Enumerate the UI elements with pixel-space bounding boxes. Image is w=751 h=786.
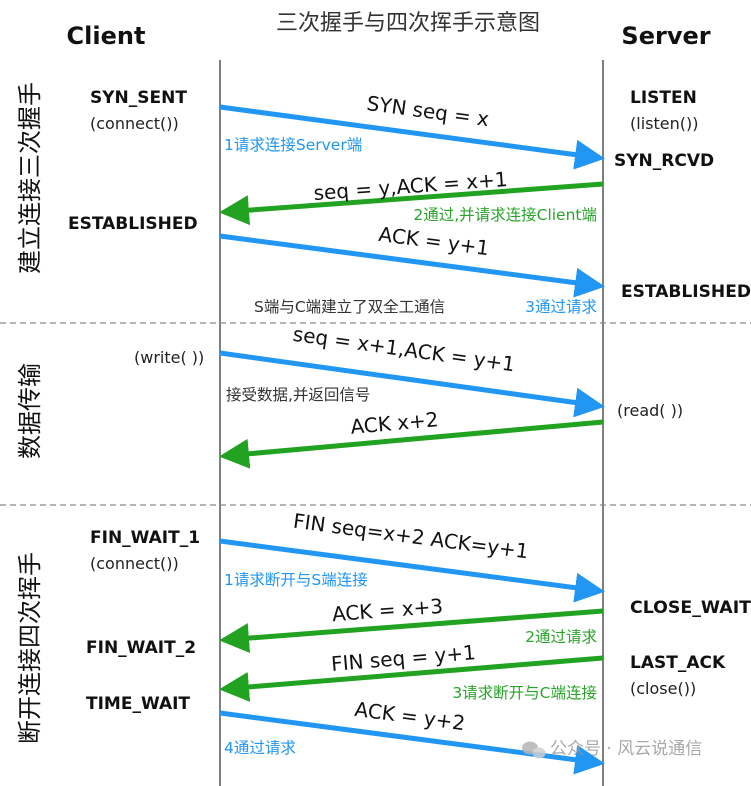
arrow-syn-ack xyxy=(219,181,604,226)
watermark: 公众号 · 风云说通信 xyxy=(522,739,702,759)
msg-ack-client: ACK = y+2 xyxy=(353,697,466,735)
phase-label-teardown: 断开连接四次挥手 xyxy=(16,552,44,744)
client-state-syn-sent: SYN_SENT xyxy=(90,88,187,108)
server-header: Server xyxy=(621,22,710,50)
client-state-fin-wait-1: FIN_WAIT_1 xyxy=(90,528,200,548)
server-state-listen: LISTEN xyxy=(630,88,697,108)
phase-label-transfer: 数据传输 xyxy=(16,363,44,459)
phase-label-handshake: 建立连接三次握手 xyxy=(16,82,44,274)
note-request-disconnect-server: 1请求断开与S端连接 xyxy=(224,571,368,589)
msg-ack-server: ACK = x+3 xyxy=(331,594,444,626)
client-state-established: ESTABLISHED xyxy=(68,214,198,234)
arrow-fin-server xyxy=(219,655,604,702)
diagram-title: 三次握手与四次挥手示意图 xyxy=(276,11,540,36)
server-state-last-ack: LAST_ACK xyxy=(630,653,726,673)
client-state-time-wait: TIME_WAIT xyxy=(86,694,190,714)
note-full-duplex: S端与C端建立了双全工通信 xyxy=(254,298,445,316)
arrow-data xyxy=(219,350,605,418)
server-call-close: (close()) xyxy=(630,679,696,698)
arrow-data-ack xyxy=(219,419,604,469)
msg-syn: SYN seq = x xyxy=(365,91,490,131)
server-call-listen: (listen()) xyxy=(630,114,698,133)
client-call-connect-2: (connect()) xyxy=(90,554,179,573)
msg-data-ack: ACK x+2 xyxy=(349,407,439,439)
watermark-text: 公众号 · 风云说通信 xyxy=(550,739,702,759)
note-pass-request-3: 3通过请求 xyxy=(525,298,597,316)
client-header: Client xyxy=(67,22,146,50)
client-call-write: (write( )) xyxy=(134,348,204,367)
wechat-icon xyxy=(522,741,546,759)
client-call-connect-1: (connect()) xyxy=(90,114,179,133)
note-request-disconnect-client: 3请求断开与C端连接 xyxy=(452,684,597,702)
note-pass-request-2: 2通过请求 xyxy=(525,628,597,646)
msg-ack: ACK = y+1 xyxy=(377,222,490,260)
note-accept-request-client: 2通过,并请求连接Client端 xyxy=(413,206,597,224)
note-request-connect-server: 1请求连接Server端 xyxy=(224,136,362,154)
server-call-read: (read( )) xyxy=(617,401,683,420)
note-receive-data: 接受数据,并返回信号 xyxy=(226,386,370,404)
arrow-ack xyxy=(219,233,605,298)
arrow-fin-client xyxy=(219,538,605,603)
server-state-syn-rcvd: SYN_RCVD xyxy=(614,151,714,171)
note-pass-request-4: 4通过请求 xyxy=(224,739,296,757)
arrow-syn xyxy=(219,104,605,170)
server-state-close-wait: CLOSE_WAIT xyxy=(630,598,751,618)
arrow-ack-server xyxy=(219,608,604,654)
client-state-fin-wait-2: FIN_WAIT_2 xyxy=(86,638,196,658)
server-state-established: ESTABLISHED xyxy=(621,282,751,302)
